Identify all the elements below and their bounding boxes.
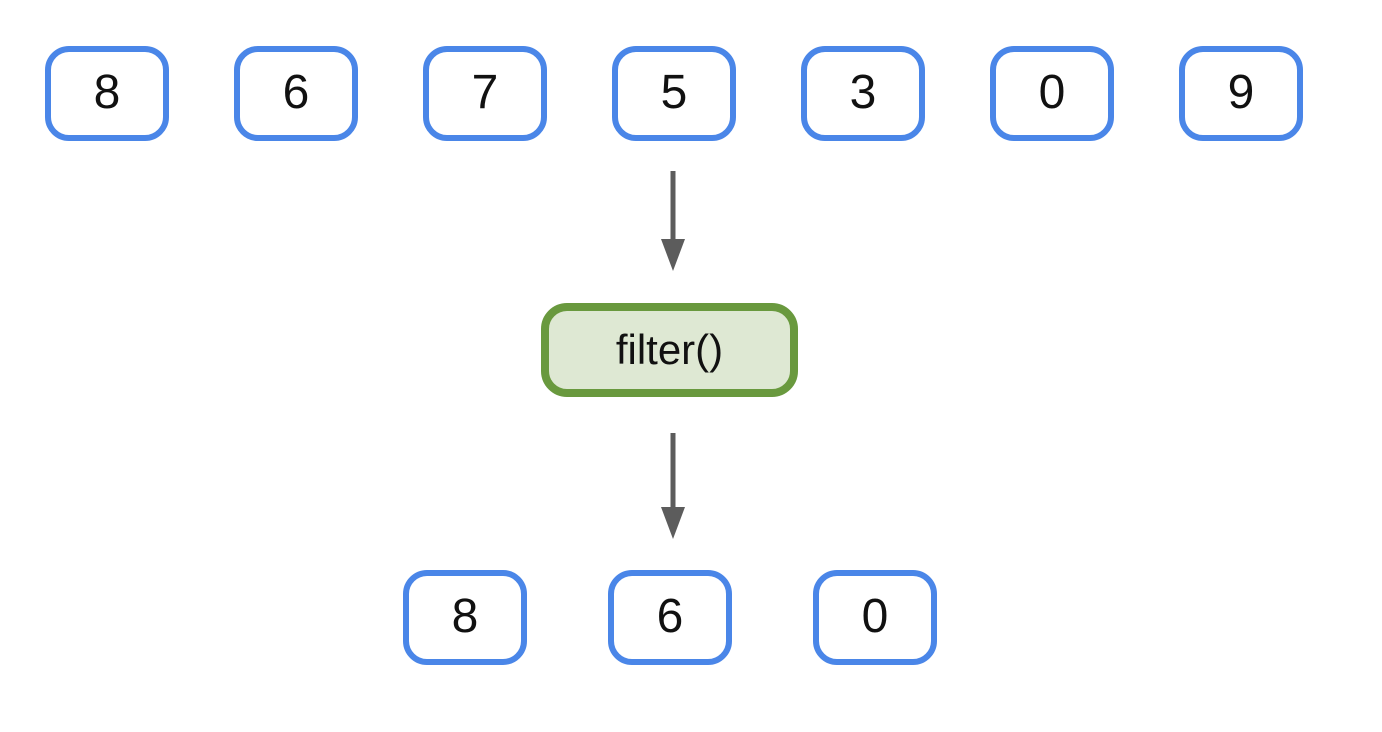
number-box: 8	[45, 46, 169, 141]
number-box: 7	[423, 46, 547, 141]
number-label: 3	[849, 65, 877, 119]
output-list-row: 8 6 0	[403, 570, 937, 665]
number-label: 0	[861, 589, 889, 643]
number-label: 8	[451, 589, 479, 643]
number-label: 0	[1038, 65, 1066, 119]
number-label: 8	[93, 65, 121, 119]
number-box: 6	[234, 46, 358, 141]
arrow-down-icon	[661, 433, 685, 539]
number-label: 6	[282, 65, 310, 119]
arrow-down-icon	[661, 171, 685, 271]
filter-function-box: filter()	[541, 303, 798, 397]
number-box: 9	[1179, 46, 1303, 141]
number-label: 5	[660, 65, 688, 119]
number-box: 6	[608, 570, 732, 665]
number-box: 5	[612, 46, 736, 141]
number-box: 0	[813, 570, 937, 665]
number-box: 3	[801, 46, 925, 141]
filter-function-label: filter()	[615, 326, 724, 373]
number-label: 9	[1227, 65, 1255, 119]
number-box: 0	[990, 46, 1114, 141]
number-box: 8	[403, 570, 527, 665]
number-label: 7	[471, 65, 499, 119]
number-label: 6	[656, 589, 684, 643]
input-list-row: 8 6 7 5 3 0 9	[45, 46, 1303, 141]
